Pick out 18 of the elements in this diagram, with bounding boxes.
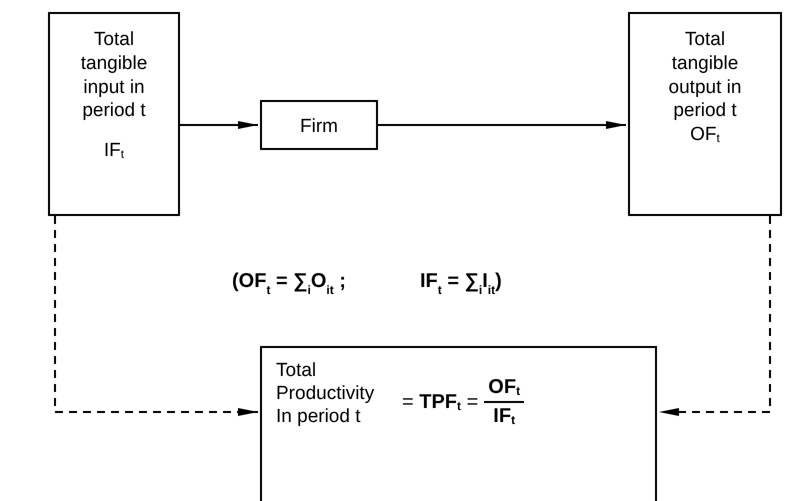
fraction: OF$_{t}$ IF$_{t}$ (484, 376, 524, 428)
node-text: Firm (300, 115, 338, 139)
node-symbol: OF$_{t}$ (690, 123, 720, 147)
node-text: Total tangible output in period t (668, 28, 742, 123)
formula-text: = TPF$_{t}$ = (402, 390, 478, 414)
process-box (628, 12, 782, 216)
equation-text: (OF$_{t}$ = ∑$_{i}$O$_{it}$ ; (232, 270, 346, 298)
node-text: Total Productivity In period t (276, 360, 376, 428)
process-box (48, 12, 180, 216)
equation-text: IF$_{t}$ = ∑$_{i}$I$_{it}$) (420, 270, 502, 298)
process-box (260, 100, 378, 150)
arrow (180, 121, 258, 129)
dashed-arrow (659, 216, 771, 416)
process-box (260, 346, 657, 501)
dashed-arrow (54, 216, 258, 416)
arrow (378, 121, 626, 129)
node-symbol: IF$_{t}$ (104, 139, 124, 163)
node-text: Total tangible input in period t (80, 28, 148, 123)
